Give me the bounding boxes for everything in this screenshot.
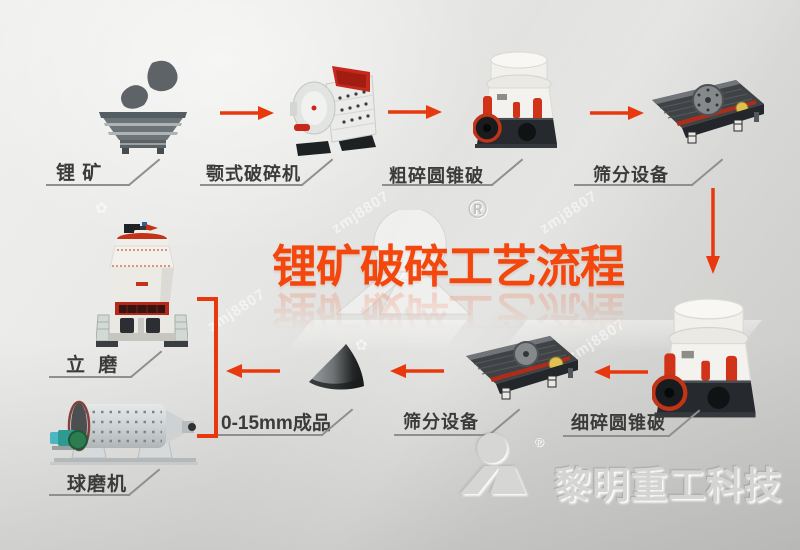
cone-crusher-coarse-icon: [473, 51, 557, 148]
label-coarse-cone: 粗碎圆锥破: [389, 166, 484, 186]
vertical-mill-icon: [96, 222, 188, 347]
brand-name: 黎明重工科技: [554, 465, 782, 506]
jaw-crusher-icon: [290, 66, 377, 156]
label-coarse-cone-line: [382, 184, 493, 186]
arrow-down-icon: [706, 188, 720, 274]
split-bracket-vertical: [214, 297, 218, 438]
watermark-flower-icon: ✿: [95, 200, 108, 217]
cone-crusher-fine-icon: [652, 298, 756, 418]
label-ball-mill-line: [49, 494, 130, 496]
ball-mill-icon: [50, 400, 198, 465]
label-screen-bottom: 筛分设备: [403, 412, 479, 432]
label-product: 0-15mm成品: [221, 413, 331, 434]
vibrating-screen-bottom-icon: [466, 336, 578, 400]
label-screen-bottom-line: [394, 434, 490, 436]
label-ore: 锂 矿: [56, 163, 103, 184]
ore-hopper-icon: [99, 60, 187, 154]
label-jaw-line: [200, 184, 303, 186]
vibrating-screen-top-icon: [652, 80, 764, 144]
label-vertical-mill: 立 磨: [66, 355, 122, 376]
product-pile-icon: [309, 344, 364, 390]
label-ore-line: [46, 184, 130, 186]
watermark-brand-logo-icon: [334, 210, 472, 315]
arrow-right-icon: [590, 106, 644, 120]
watermark-flower-icon: ✿: [355, 337, 368, 354]
arrow-left-icon: [390, 364, 444, 378]
arrow-left-icon: [594, 365, 648, 379]
label-screen-top: 筛分设备: [593, 165, 669, 185]
label-screen-top-line: [574, 184, 693, 186]
page-title: 锂矿破碎工艺流程: [272, 241, 625, 292]
split-bracket-bottom-stub: [197, 434, 218, 438]
label-jaw-crusher: 颚式破碎机: [206, 164, 301, 184]
brand-registered-icon: ®: [534, 434, 544, 449]
arrow-left-icon: [226, 364, 280, 378]
label-vertical-mill-line: [49, 376, 132, 378]
brand-logo-icon: [460, 433, 526, 494]
arrow-right-icon: [220, 106, 274, 120]
watermark-registered-icon: ®: [468, 194, 488, 224]
label-fine-cone: 细碎圆锥破: [571, 413, 666, 433]
split-bracket-top-stub: [197, 297, 218, 301]
label-product-line: [213, 434, 323, 436]
arrow-right-icon: [388, 105, 442, 119]
label-ball-mill: 球磨机: [67, 474, 128, 495]
label-fine-cone-line: [563, 435, 670, 437]
